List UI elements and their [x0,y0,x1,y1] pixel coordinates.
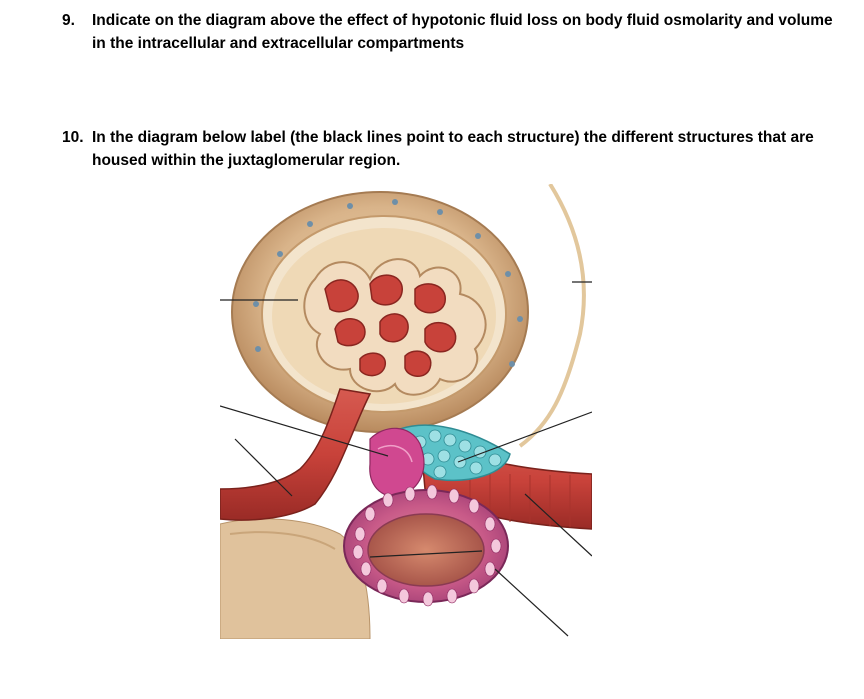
question-10: 10. In the diagram below label (the blac… [62,126,842,172]
leader-line [220,405,389,457]
leader-line [234,438,293,497]
efferent-arteriole [220,388,372,521]
nerve-fiber [518,184,586,448]
leader-line [369,550,483,558]
leader-line [457,411,592,463]
glomerulus [303,258,487,396]
question-number: 9. [62,12,75,29]
question-9: 9. Indicate on the diagram above the eff… [62,9,842,55]
question-number: 10. [62,129,84,146]
label-leader-lines [220,281,592,637]
question-text: In the diagram below label (the black li… [92,129,814,169]
leader-line [494,568,569,637]
distal-tubule [343,484,509,607]
juxtaglomerular-cells [399,424,511,481]
macula-densa [369,427,425,497]
leader-line [524,493,592,557]
juxtaglomerular-diagram [220,184,592,639]
question-text: Indicate on the diagram above the effect… [92,12,833,52]
